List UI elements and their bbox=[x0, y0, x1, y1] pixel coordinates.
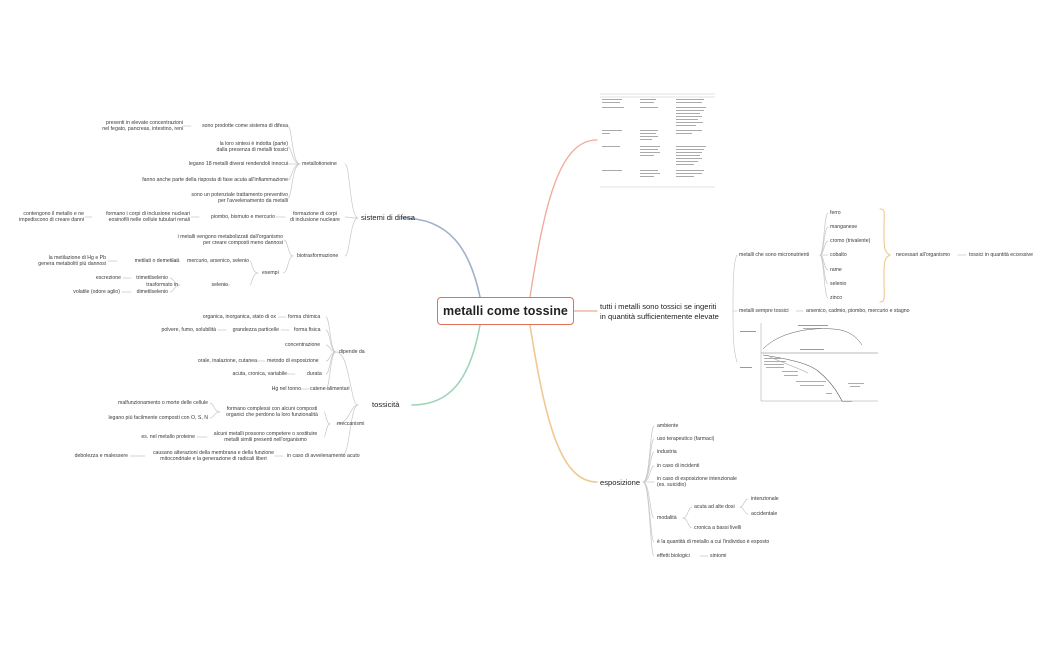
meccanismi-m2[interactable]: alcuni metalli possono competere o sosti… bbox=[213, 431, 318, 444]
topic-esempi[interactable]: esempi bbox=[262, 270, 279, 276]
micronutriente-ferro[interactable]: ferro bbox=[830, 210, 841, 216]
esempi-ex2b-sub[interactable]: volatile (odore aglio) bbox=[73, 289, 120, 295]
micronutrienti-tossici[interactable]: tossici in quantità eccessive bbox=[969, 252, 1034, 258]
esempi-ex2[interactable]: selenio bbox=[211, 282, 228, 288]
acuta-intenzionale[interactable]: intenzionale bbox=[751, 496, 779, 502]
metallotioneine-item-3[interactable]: legano 18 metalli diversi rendendoli inn… bbox=[188, 161, 288, 167]
meccanismi-m1[interactable]: formano complessi con alcuni composti or… bbox=[226, 406, 318, 419]
catene-sub[interactable]: Hg nel tonno bbox=[271, 386, 301, 392]
meccanismi-m1b[interactable]: legano più facilmente composti con O, S,… bbox=[108, 415, 208, 421]
avvelenamento-sub[interactable]: causano alterazioni della membrana e del… bbox=[152, 450, 275, 463]
esposizione-intenzionale[interactable]: in caso di esposizione intenzionale (es.… bbox=[657, 476, 737, 489]
topic-dipende-da[interactable]: dipende da bbox=[339, 349, 365, 355]
table-image-drawing bbox=[600, 93, 715, 188]
dipende-concentrazione[interactable]: concentrazione bbox=[285, 342, 321, 348]
dipende-durata[interactable]: durata bbox=[307, 371, 322, 377]
meccanismi-m2a[interactable]: es. nel metallo proteine bbox=[141, 434, 195, 440]
dipende-forma-fisica[interactable]: forma fisica bbox=[294, 327, 321, 333]
formazione-subsub[interactable]: contengono il metallo e ne impediscono d… bbox=[19, 211, 84, 224]
esposizione-incidenti[interactable]: in caso di incidenti bbox=[657, 463, 700, 469]
metodo-sub[interactable]: orale, inalazione, cutanea bbox=[197, 358, 257, 364]
biotrasformazione-item[interactable]: i metalli vengono metabolizzati dall'org… bbox=[177, 234, 283, 247]
avvelenamento-subsub[interactable]: debolezza e malessere bbox=[74, 453, 128, 459]
topic-avvelenamento-acuto[interactable]: in caso di avvelenamento acuto bbox=[287, 453, 360, 459]
topic-sistemi-di-difesa[interactable]: sistemi di difesa bbox=[361, 213, 416, 222]
esposizione-ambiente[interactable]: ambiente bbox=[657, 423, 679, 429]
central-topic-label: metalli come tossine bbox=[443, 304, 568, 318]
metallotioneine-item-4[interactable]: fanno anche parte della risposta di fase… bbox=[142, 177, 288, 183]
effetti-sintomi[interactable]: sintomi bbox=[710, 553, 727, 559]
branch-line-difesa bbox=[401, 217, 481, 298]
topic-esposizione[interactable]: esposizione bbox=[600, 478, 641, 487]
branch-line-tossicita bbox=[411, 324, 481, 406]
topic-metallotioneine[interactable]: metallotioneine bbox=[302, 161, 337, 167]
esempi-ex2a[interactable]: trimetilselenio bbox=[136, 275, 168, 281]
micronutriente-cobalto[interactable]: cobalto bbox=[830, 252, 847, 258]
meccanismi-m1a[interactable]: malfunzionamento o morte delle cellule bbox=[118, 400, 208, 406]
esempi-ex1-subsub[interactable]: la metilazione di Hg e Pb genera metabol… bbox=[38, 255, 106, 268]
branch-line-tutti bbox=[529, 139, 598, 298]
metallotioneine-item-1[interactable]: sono prodotte come sistema di difesa bbox=[202, 123, 288, 129]
dipende-metodo-esposizione[interactable]: metodo di esposizione bbox=[267, 358, 319, 364]
modalita-cronica[interactable]: cronica a bassi livelli bbox=[694, 525, 742, 531]
table-image bbox=[600, 90, 715, 190]
formazione-item[interactable]: piombo, bismuto e mercurio bbox=[210, 214, 275, 220]
esempi-ex1[interactable]: mercurio, arsenico, selenio bbox=[187, 258, 249, 264]
modalita-acuta[interactable]: acuta ad alte dosi bbox=[694, 504, 735, 510]
metallotioneine-item-2[interactable]: la loro sintesi è indotta (parte) dalla … bbox=[216, 141, 288, 154]
micronutriente-zinco[interactable]: zinco bbox=[830, 295, 843, 301]
esposizione-effetti-biologici[interactable]: effetti biologici bbox=[657, 553, 690, 559]
topic-meccanismi[interactable]: meccanismi bbox=[337, 421, 365, 427]
topic-formazione-corpi-inclusione[interactable]: formazione di corpi di inclusione nuclea… bbox=[290, 211, 340, 224]
esposizione-modalita[interactable]: modalità bbox=[657, 515, 677, 521]
esempi-ex2-sub[interactable]: trasformato in bbox=[146, 282, 178, 288]
dipende-catene-alimentari[interactable]: catene alimentari bbox=[310, 386, 350, 392]
esempi-ex2a-sub[interactable]: escrezione bbox=[95, 275, 121, 281]
brace-micronutrienti bbox=[879, 208, 892, 303]
dose-response-image bbox=[738, 321, 881, 404]
esempi-ex1-sub[interactable]: metilati o demetilati bbox=[134, 258, 179, 264]
micronutriente-selenio[interactable]: selenio bbox=[830, 281, 847, 287]
topic-tossicita[interactable]: tossicità bbox=[372, 400, 400, 409]
dose-response-drawing bbox=[738, 321, 881, 404]
esposizione-quantita[interactable]: è la quantità di metallo a cui l'individ… bbox=[657, 539, 770, 545]
topic-micronutrienti[interactable]: metalli che sono micronutrienti bbox=[739, 252, 810, 258]
acuta-accidentale[interactable]: accidentale bbox=[751, 511, 778, 517]
micronutrienti-necessari[interactable]: necessari all'organismo bbox=[896, 252, 951, 258]
dipende-grandezza-particelle[interactable]: grandezza particelle bbox=[232, 327, 279, 333]
dipende-forma-chimica[interactable]: forma chimica bbox=[288, 314, 321, 320]
prodotte-detail[interactable]: presenti in elevate concentrazioni nel f… bbox=[102, 120, 183, 133]
topic-biotrasformazione[interactable]: biotrasformazione bbox=[297, 253, 339, 259]
micronutriente-manganese[interactable]: manganese bbox=[830, 224, 858, 230]
esempi-ex2b[interactable]: dimetilselenio bbox=[136, 289, 168, 295]
micronutriente-rame[interactable]: rame bbox=[830, 267, 842, 273]
grandezza-sub[interactable]: polvere, fumo, solubilità bbox=[161, 327, 217, 333]
durata-sub[interactable]: acuta, cronica, variabile bbox=[232, 371, 288, 377]
esposizione-industria[interactable]: industria bbox=[657, 449, 677, 455]
central-topic[interactable]: metalli come tossine bbox=[437, 297, 574, 325]
forma-chimica-sub[interactable]: organica, inorganica, stato di ox bbox=[202, 314, 276, 320]
topic-tutti-i-metalli[interactable]: tutti i metalli sono tossici se ingeriti… bbox=[600, 302, 719, 321]
metallotioneine-item-5[interactable]: sono un potenziale trattamento preventiv… bbox=[191, 192, 288, 205]
topic-metalli-sempre-tossici[interactable]: metalli sempre tossici bbox=[739, 308, 789, 314]
branch-line-esposizione bbox=[529, 324, 598, 483]
formazione-sub[interactable]: formano i corpi di inclusione nucleari e… bbox=[106, 211, 190, 224]
esposizione-uso-terapeutico[interactable]: uso terapeutico (farmaci) bbox=[657, 436, 715, 442]
micronutriente-cromo[interactable]: cromo (trivalente) bbox=[830, 238, 871, 244]
metalli-sempre-tossici-list[interactable]: arsenico, cadmio, piombo, mercurio e sta… bbox=[806, 308, 910, 314]
